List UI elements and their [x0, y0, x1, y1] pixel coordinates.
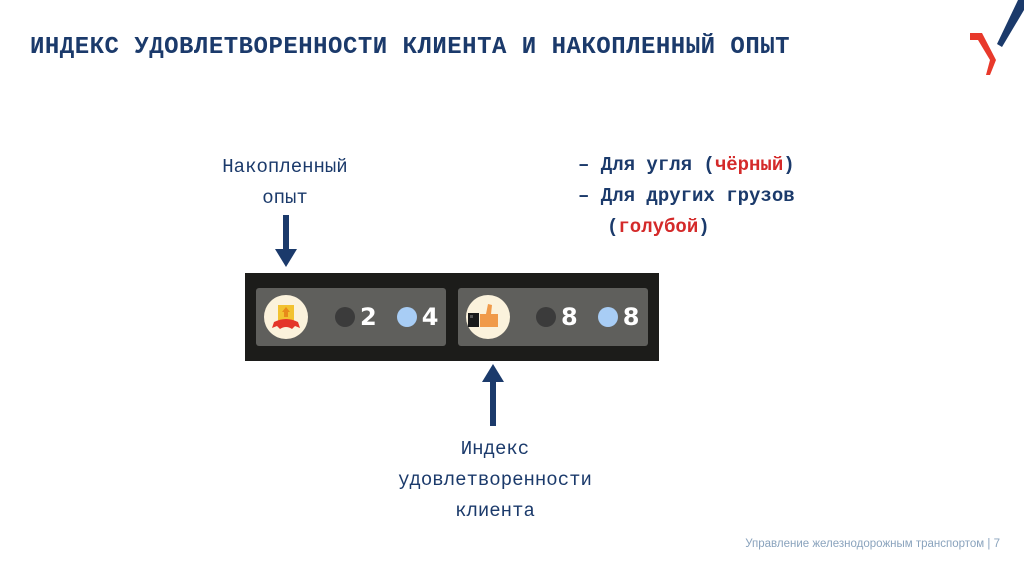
experience-card[interactable]: 2 4 — [256, 288, 446, 346]
legend-item-other-color: (голубой) — [607, 216, 710, 238]
satisfaction-label: Индекс удовлетворенности клиента — [340, 434, 650, 527]
satisfaction-label-line2: удовлетворенности — [398, 469, 592, 491]
arrow-up-icon — [482, 364, 504, 426]
ribbon-badge-icon — [264, 295, 308, 339]
legend-item-coal: – Для угля (чёрный) — [578, 154, 795, 176]
legend-other-color: голубой — [618, 216, 699, 238]
experience-label-line2: опыт — [262, 187, 308, 209]
experience-label-line1: Накопленный — [222, 156, 348, 178]
other-cargo-dot-icon — [396, 307, 417, 327]
other-cargo-dot-icon — [597, 307, 618, 327]
coal-dot-icon — [536, 307, 556, 327]
color-legend: – Для угля (чёрный) – Для других грузов … — [578, 150, 898, 243]
game-status-panel: 2 4 8 8 — [245, 273, 659, 361]
arrow-down-icon — [275, 215, 297, 267]
coal-dot-icon — [335, 307, 355, 327]
legend-coal-color: чёрный — [714, 154, 784, 176]
rzd-logo-icon — [970, 0, 1024, 75]
legend-item-other: – Для других грузов — [578, 185, 795, 207]
satisfaction-other-value: 8 — [622, 303, 640, 331]
slide-title: ИНДЕКС УДОВЛЕТВОРЕННОСТИ КЛИЕНТА И НАКОП… — [30, 34, 791, 61]
experience-other-value: 4 — [421, 303, 439, 331]
satisfaction-card[interactable]: 8 8 — [458, 288, 648, 346]
experience-coal-value: 2 — [360, 303, 377, 331]
satisfaction-coal-value: 8 — [561, 303, 578, 331]
satisfaction-label-line1: Индекс — [460, 438, 530, 460]
slide-footer: Управление железнодорожным транспортом |… — [745, 538, 1000, 550]
thumbs-up-icon — [466, 295, 510, 339]
experience-label: Накопленный опыт — [190, 152, 380, 214]
satisfaction-label-line3: клиента — [455, 500, 535, 522]
